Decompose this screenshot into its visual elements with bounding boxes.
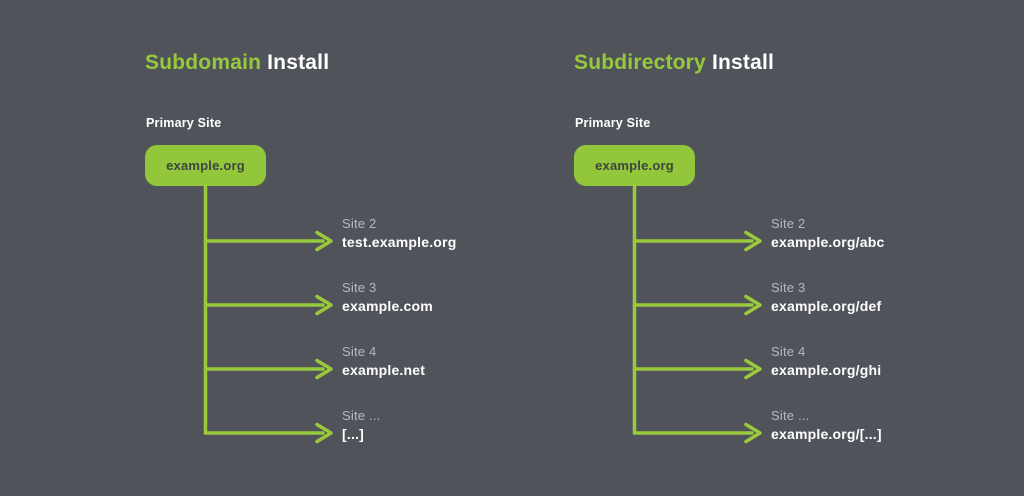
panel-title-highlight: Subdirectory	[574, 51, 706, 74]
branch-arrow-3	[203, 358, 333, 380]
tree-connector-lines	[632, 184, 762, 444]
branch-arrow-1	[632, 230, 762, 252]
site-row: Site 4 example.net	[342, 343, 592, 379]
panel-title-rest: Install	[711, 51, 775, 74]
site-row: Site 2 test.example.org	[342, 215, 592, 251]
site-label: Site ...	[342, 408, 381, 423]
primary-site-box: example.org	[145, 145, 266, 186]
primary-site-domain: example.org	[595, 158, 674, 173]
site-label: Site 4	[771, 344, 806, 359]
site-domain: [...]	[342, 426, 364, 442]
site-label: Site 3	[342, 280, 377, 295]
site-domain: test.example.org	[342, 234, 457, 250]
site-domain: example.org/def	[771, 298, 882, 314]
site-row: Site ... example.org/[...]	[771, 407, 1021, 443]
tree-connector-lines	[203, 184, 333, 444]
site-row: Site 3 example.com	[342, 279, 592, 315]
primary-site-label: Primary Site	[575, 116, 651, 130]
branch-arrow-1	[203, 230, 333, 252]
panel-title-rest: Install	[267, 51, 330, 74]
site-row: Site ... [...]	[342, 407, 592, 443]
site-row: Site 2 example.org/abc	[771, 215, 1021, 251]
primary-site-domain: example.org	[166, 158, 245, 173]
primary-site-box: example.org	[574, 145, 695, 186]
branch-arrow-4	[632, 422, 762, 444]
site-label: Site 2	[771, 216, 806, 231]
site-domain: example.org/abc	[771, 234, 885, 250]
site-label: Site 4	[342, 344, 377, 359]
branch-arrow-4	[203, 422, 333, 444]
branch-arrow-2	[203, 294, 333, 316]
site-row: Site 3 example.org/def	[771, 279, 1021, 315]
site-domain: example.net	[342, 362, 426, 378]
site-domain: example.org/ghi	[771, 362, 882, 378]
branch-arrow-3	[632, 358, 762, 380]
site-label: Site ...	[771, 408, 810, 423]
branch-arrow-2	[632, 294, 762, 316]
site-domain: example.com	[342, 298, 433, 314]
panel-title-highlight: Subdomain	[145, 51, 262, 74]
primary-site-label: Primary Site	[146, 116, 222, 130]
site-domain: example.org/[...]	[771, 426, 882, 442]
site-label: Site 2	[342, 216, 377, 231]
site-label: Site 3	[771, 280, 806, 295]
site-row: Site 4 example.org/ghi	[771, 343, 1021, 379]
